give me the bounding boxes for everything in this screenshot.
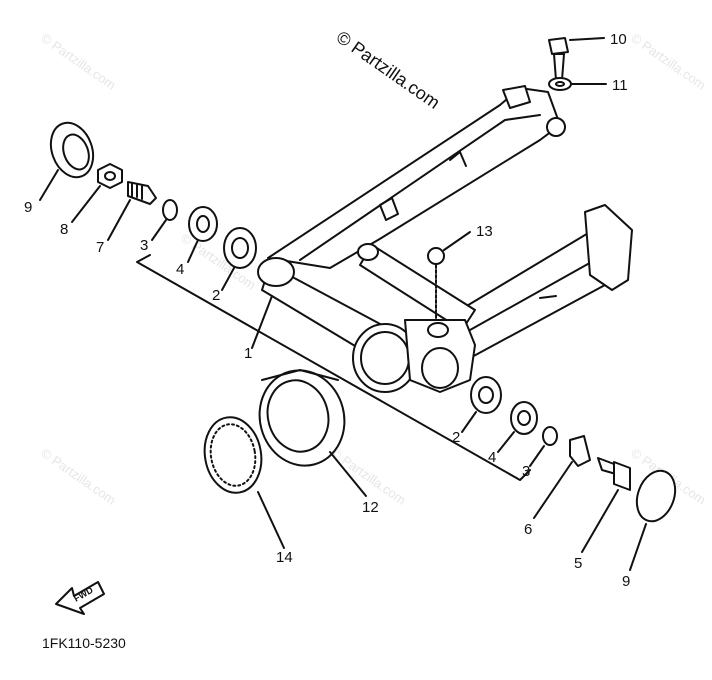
watermark-top-left: © Partzilla.com: [38, 30, 118, 93]
seal-4-right: [510, 401, 538, 435]
seal-4-left: [188, 206, 218, 242]
watermark-mid-left: © Partzilla.com: [38, 445, 118, 508]
watermark-top-right: © Partzilla.com: [628, 30, 708, 93]
callout-2-left: 2: [212, 287, 220, 304]
washer-3-left: [162, 199, 178, 221]
bracket-6: [569, 435, 591, 467]
callout-8: 8: [60, 221, 68, 238]
bolt-10: [548, 37, 569, 81]
washer-11: [548, 77, 572, 91]
callout-7: 7: [96, 239, 104, 256]
callout-5: 5: [574, 555, 582, 572]
ring-14: [203, 416, 263, 494]
callout-2-right: 2: [452, 429, 460, 446]
callout-6: 6: [524, 521, 532, 538]
pivot-shaft-7: [127, 181, 157, 205]
forward-direction-arrow: FWD: [55, 581, 105, 615]
callout-12: 12: [362, 499, 379, 516]
pivot-bolt-5: [597, 457, 631, 491]
bearing-2-left: [223, 227, 257, 269]
callout-9-right: 9: [622, 573, 630, 590]
bearing-2-right: [470, 376, 502, 414]
callout-10: 10: [610, 31, 627, 48]
callout-3-right: 3: [522, 463, 530, 480]
callout-3-left: 3: [140, 237, 148, 254]
callout-9-left: 9: [24, 199, 32, 216]
callout-labels: 10 11 9 8 7 3 4 2 1 13 2 4 3 12 14 6 5 9: [24, 31, 630, 590]
callout-4-left: 4: [176, 261, 184, 278]
grease-nipple-13: [427, 247, 445, 265]
callout-14: 14: [276, 549, 293, 566]
washer-3-right: [542, 426, 558, 446]
copyright-text: © Partzilla.com: [333, 27, 444, 113]
cap-9-right: [635, 469, 677, 523]
assembly-axis-line: [136, 254, 531, 481]
callout-13: 13: [476, 223, 493, 240]
seal-guard-12: [258, 369, 346, 467]
leader-lines: [39, 37, 647, 571]
callout-11: 11: [612, 77, 628, 94]
nut-8: [97, 163, 123, 189]
oil-seal-cap-9-left: [49, 121, 95, 179]
diagram-code: 1FK110-5230: [42, 635, 126, 651]
swing-arm: [257, 85, 633, 393]
callout-1: 1: [244, 345, 252, 362]
callout-4-right: 4: [488, 449, 496, 466]
